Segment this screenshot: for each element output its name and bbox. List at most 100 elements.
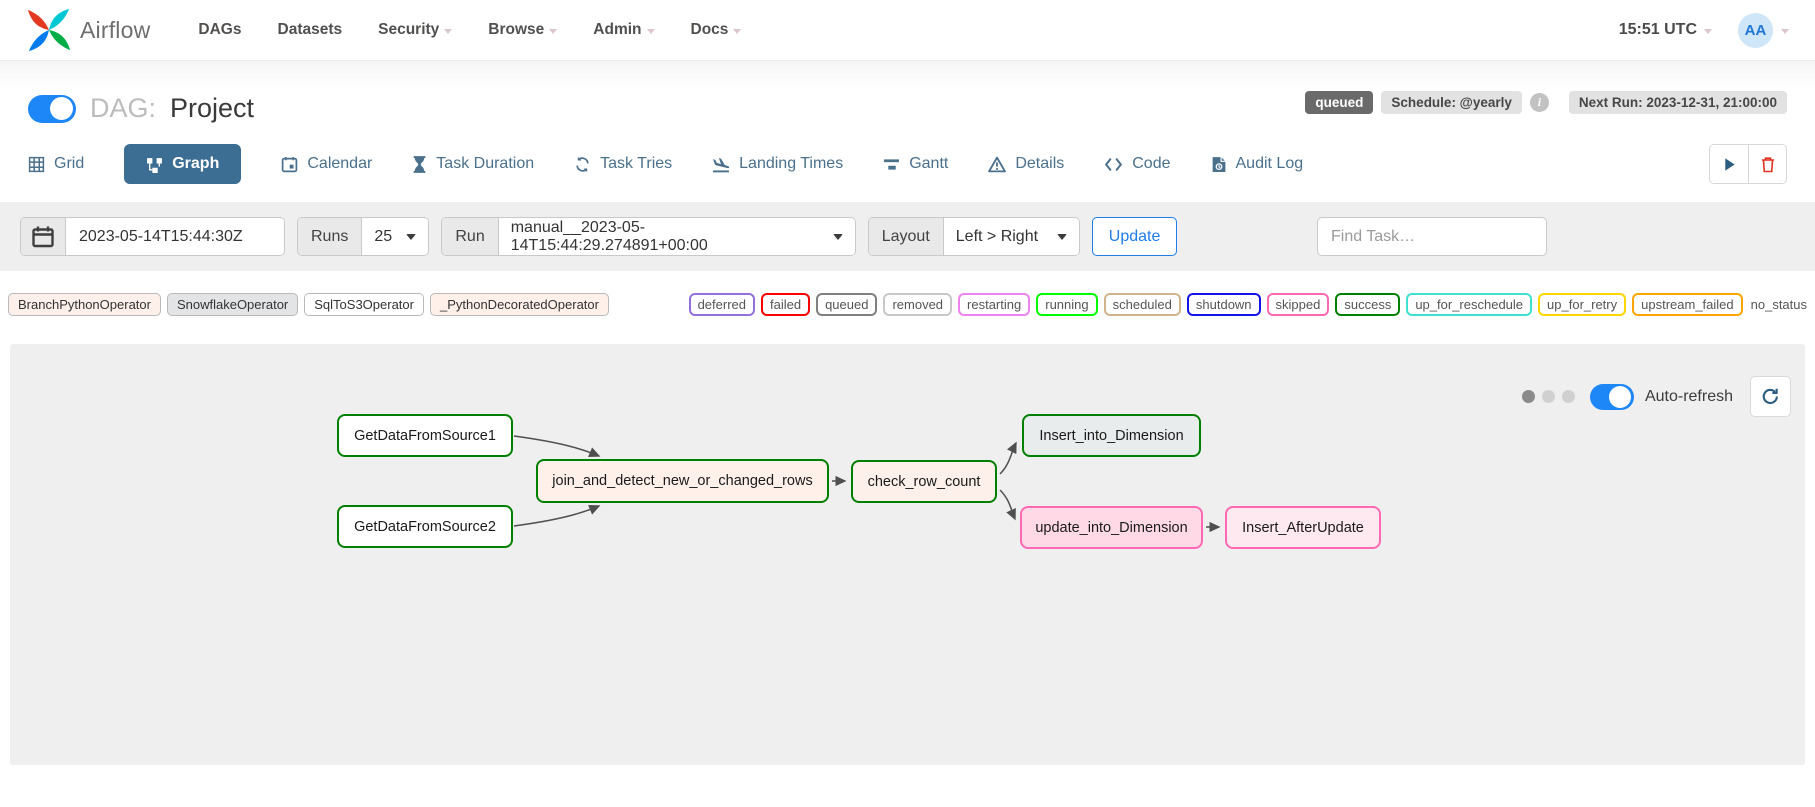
run-label: Run	[442, 218, 499, 255]
operator-badge[interactable]: BranchPythonOperator	[8, 293, 161, 316]
status-legend-badge[interactable]: restarting	[958, 293, 1031, 316]
runs-select[interactable]: 25	[362, 218, 429, 255]
base-date-group	[20, 217, 285, 256]
hourglass-icon	[413, 155, 426, 173]
chevron-down-icon	[549, 28, 558, 34]
auto-refresh-toggle[interactable]	[1589, 383, 1634, 410]
nav-item-dags[interactable]: DAGs	[198, 21, 242, 38]
nav-item-admin[interactable]: Admin	[593, 21, 655, 39]
clock-dropdown[interactable]: 15:51 UTC	[1619, 21, 1712, 39]
tab-gantt[interactable]: Gantt	[883, 155, 948, 173]
loading-dots	[1521, 390, 1575, 403]
status-legend-badge[interactable]: up_for_retry	[1538, 293, 1627, 316]
dag-header: DAG: Project queued Schedule: @yearly i …	[0, 61, 1815, 130]
status-legend-badge[interactable]: running	[1036, 293, 1098, 316]
status-legend-badge[interactable]: deferred	[688, 293, 755, 316]
tab-code[interactable]: Code	[1104, 155, 1171, 173]
dag-name: Project	[170, 93, 255, 123]
operator-badge[interactable]: SnowflakeOperator	[166, 293, 299, 316]
task-node-join-and-detect[interactable]: join_and_detect_new_or_changed_rows	[536, 459, 829, 503]
chevron-down-icon	[406, 233, 417, 240]
dag-pause-toggle[interactable]	[28, 94, 76, 123]
graph-controls: Auto-refresh	[1521, 376, 1791, 417]
next-run-badge: Next Run: 2023-12-31, 21:00:00	[1568, 91, 1787, 114]
tab-calendar[interactable]: Calendar	[281, 155, 372, 173]
chevron-down-icon	[646, 28, 655, 34]
schedule-badge[interactable]: Schedule: @yearly	[1381, 91, 1522, 114]
task-node-get-data-from-source1[interactable]: GetDataFromSource1	[337, 414, 513, 457]
chevron-down-icon	[1704, 28, 1712, 34]
dot-icon	[1561, 390, 1575, 403]
user-menu[interactable]: AA	[1738, 12, 1789, 48]
retry-arrows-icon	[576, 156, 589, 172]
utc-time: 15:51 UTC	[1618, 21, 1697, 38]
dag-edges	[513, 435, 1221, 533]
graph-icon	[147, 157, 163, 173]
operator-badge[interactable]: _PythonDecoratedOperator	[429, 293, 609, 316]
dot-icon	[1521, 390, 1535, 403]
task-node-insert-after-update[interactable]: Insert_AfterUpdate	[1225, 506, 1381, 549]
code-brackets-icon	[1105, 157, 1123, 171]
tab-task-tries[interactable]: Task Tries	[574, 155, 672, 173]
runs-label: Runs	[298, 218, 363, 255]
task-node-update-into-dimension[interactable]: update_into_Dimension	[1020, 506, 1203, 549]
status-legend-badge[interactable]: up_for_reschedule	[1406, 293, 1533, 316]
status-legend-badge[interactable]: upstream_failed	[1632, 293, 1743, 316]
delete-dag-button[interactable]	[1748, 145, 1786, 183]
status-legend-badge[interactable]: scheduled	[1103, 293, 1181, 316]
task-node-check-row-count[interactable]: check_row_count	[851, 460, 997, 503]
dag-graph-panel[interactable]: GetDataFromSource1 GetDataFromSource2 jo…	[10, 344, 1805, 765]
tab-task-duration[interactable]: Task Duration	[412, 155, 534, 173]
play-icon	[1724, 157, 1735, 171]
nav-item-browse[interactable]: Browse	[488, 21, 558, 39]
status-legend-badge[interactable]: queued	[816, 293, 878, 316]
task-node-get-data-from-source2[interactable]: GetDataFromSource2	[337, 505, 513, 548]
base-date-input[interactable]	[66, 218, 284, 255]
refresh-button[interactable]	[1750, 376, 1791, 417]
airflow-logo-icon	[27, 8, 71, 52]
chevron-down-icon	[444, 28, 453, 34]
gantt-bars-icon	[884, 158, 900, 170]
airflow-brand[interactable]: Airflow	[26, 7, 150, 53]
dag-label: DAG:	[90, 93, 157, 123]
layout-group: Layout Left > Right	[867, 217, 1080, 256]
status-legend-badge[interactable]: removed	[883, 293, 953, 316]
nav-menu: DAGs Datasets Security Browse Admin Docs	[198, 21, 742, 39]
status-legend-badge[interactable]: success	[1335, 293, 1401, 316]
layout-label: Layout	[868, 218, 944, 255]
status-legend-badge[interactable]: failed	[760, 293, 811, 316]
status-legend-badge[interactable]: shutdown	[1186, 293, 1261, 316]
run-select[interactable]: manual__2023-05-14T15:44:29.274891+00:00	[498, 218, 855, 255]
find-task-input[interactable]	[1317, 217, 1547, 256]
status-legend-badge[interactable]: skipped	[1266, 293, 1330, 316]
grid-icon	[28, 156, 45, 172]
avatar[interactable]: AA	[1738, 12, 1773, 48]
chevron-down-icon	[1056, 233, 1067, 240]
update-button[interactable]: Update	[1091, 217, 1178, 256]
nav-item-docs[interactable]: Docs	[691, 21, 742, 39]
task-node-insert-into-dimension[interactable]: Insert_into_Dimension	[1022, 414, 1201, 457]
tab-audit-log[interactable]: Audit Log	[1211, 155, 1303, 173]
tab-details[interactable]: Details	[988, 155, 1064, 173]
dag-action-buttons	[1709, 144, 1787, 184]
operator-badge[interactable]: SqlToS3Operator	[304, 293, 424, 316]
tab-grid[interactable]: Grid	[28, 155, 84, 173]
operator-legend: BranchPythonOperator SnowflakeOperator S…	[8, 293, 609, 316]
filter-bar: Runs 25 Run manual__2023-05-14T15:44:29.…	[0, 202, 1815, 271]
auto-refresh-label: Auto-refresh	[1644, 387, 1733, 405]
audit-file-icon	[1212, 156, 1225, 172]
tab-landing-times[interactable]: Landing Times	[712, 155, 843, 173]
dot-icon	[1541, 390, 1555, 403]
runs-group: Runs 25	[297, 217, 430, 256]
trigger-dag-button[interactable]	[1710, 145, 1748, 183]
datepicker-button[interactable]	[21, 218, 66, 255]
nav-item-datasets[interactable]: Datasets	[277, 21, 343, 38]
calendar-icon	[32, 226, 54, 247]
view-tabs: Grid Graph Calendar Task Duration Task T…	[0, 130, 1815, 202]
brand-name: Airflow	[80, 16, 151, 43]
layout-select[interactable]: Left > Right	[943, 218, 1079, 255]
nav-item-security[interactable]: Security	[378, 21, 453, 39]
status-legend-no-status[interactable]: no_status	[1750, 297, 1807, 312]
status-legend: deferred failed queued removed restartin…	[688, 293, 1809, 316]
tab-graph[interactable]: Graph	[124, 144, 242, 184]
